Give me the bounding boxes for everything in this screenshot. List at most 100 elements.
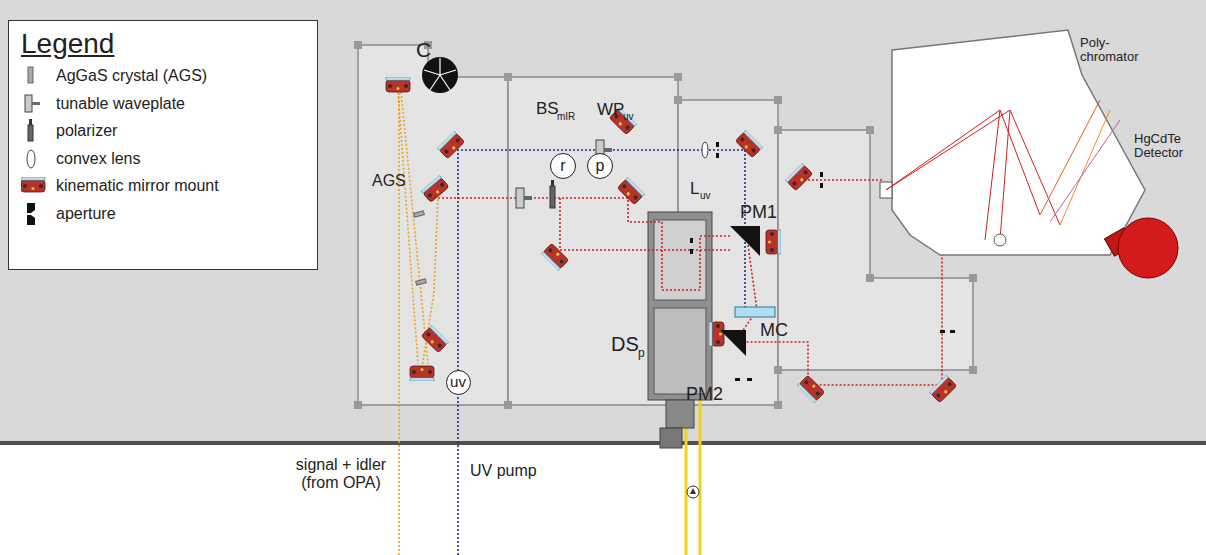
yellow-cooling-tubes: [690, 488, 696, 494]
delay-stage: [648, 212, 712, 400]
legend-text: convex lens: [56, 150, 141, 168]
polychromator-body: [1000, 110, 1040, 215]
legend-entry: tunable waveplate: [9, 92, 309, 116]
apertures: [690, 238, 693, 243]
breadboard-panels: [504, 73, 512, 81]
legend-text: tunable waveplate: [56, 95, 185, 113]
uv-pump-beam: [458, 150, 745, 555]
polychromator-body: [1050, 120, 1120, 222]
waveplate-mir: [516, 188, 532, 208]
instrument-name: Poly- chromator: [1080, 36, 1160, 65]
lab-background: [0, 0, 1206, 441]
polarizer: [550, 186, 555, 208]
signal-idler-beam: [398, 92, 400, 555]
optical-elements: [709, 322, 724, 346]
breadboard-panels: [969, 366, 977, 374]
signal-idler-beam: [398, 92, 438, 555]
beam-marker-circle: r: [550, 153, 576, 179]
optical-elements: [797, 375, 825, 403]
beam-source-label: UV pump: [470, 462, 537, 480]
beam-source-label: signal + idler (from OPA): [280, 456, 402, 491]
apertures: [735, 378, 740, 381]
beam-marker-circle: uv: [446, 370, 471, 395]
sample-cell: [735, 307, 775, 317]
part-subscript: uv: [623, 111, 634, 122]
optical-elements: [702, 142, 708, 158]
delay-stage: [660, 428, 682, 448]
optical-elements: [541, 243, 569, 271]
optical-elements: [416, 279, 427, 285]
apertures: [820, 183, 823, 188]
legend-symbol: [27, 150, 35, 168]
apertures: [716, 142, 719, 147]
breadboard-panels: [774, 401, 782, 409]
chopper: [422, 57, 458, 93]
optical-elements: [421, 325, 449, 353]
polychromator-body: [1040, 100, 1100, 215]
stage-subscript: p: [638, 347, 645, 360]
legend-symbol: [28, 125, 33, 141]
legend-symbol: [25, 95, 32, 112]
stage-label: DS: [611, 333, 639, 355]
apertures: [820, 172, 823, 177]
polychromator-body: [1010, 110, 1060, 225]
optical-elements: [617, 177, 645, 205]
signal-idler-beam: [401, 92, 428, 364]
part-label: MC: [760, 321, 788, 341]
marker-text: r: [560, 157, 565, 175]
parabolic-mirrors: [720, 226, 760, 356]
polarizer: [551, 180, 554, 186]
lab-background: [0, 445, 1206, 555]
legend-symbol: [21, 92, 49, 116]
breadboard-panels: [354, 41, 362, 49]
part-subscript: uv: [700, 190, 711, 201]
apertures: [747, 378, 752, 381]
legend-text: kinematic mirror mount: [56, 177, 219, 195]
mid-ir-beam: [560, 198, 732, 250]
part-label: BS: [536, 100, 559, 119]
polychromator-body: [886, 110, 1000, 240]
beam-marker-circle: p: [587, 153, 613, 179]
hgcdte-detector: [1118, 218, 1178, 278]
detector-label: HgCdTe Detector: [1134, 132, 1200, 161]
part-label: PM2: [686, 385, 723, 405]
legend-symbol: [27, 203, 35, 213]
mid-ir-beam: [438, 198, 732, 290]
uv-pump-beam: [458, 150, 745, 555]
optical-elements: [421, 175, 449, 202]
part-subscript: mIR: [557, 111, 575, 122]
mid-ir-beam: [800, 179, 884, 181]
delay-stage: [654, 308, 706, 394]
optical-elements: [437, 131, 465, 159]
optical-elements: [414, 211, 425, 217]
legend-symbol: [21, 147, 49, 171]
breadboard-panels: [354, 41, 977, 409]
part-label: L: [690, 180, 699, 199]
chopper: [422, 57, 458, 93]
mid-ir-beam: [438, 180, 942, 385]
apertures: [950, 330, 955, 333]
breadboard-panels: [674, 73, 682, 81]
optical-elements: [386, 57, 957, 403]
breadboard-panels: [969, 274, 977, 282]
optical-elements: [386, 77, 410, 92]
legend-text: aperture: [56, 205, 116, 223]
part-label: PM1: [740, 203, 777, 223]
parabolic-mirrors: [720, 330, 746, 356]
hgcdte-detector: [1104, 218, 1178, 278]
waveplate-mir: [524, 196, 532, 200]
marker-text: uv: [450, 374, 466, 391]
breadboard-panels: [674, 96, 682, 104]
chopper: [424, 58, 456, 90]
legend-symbol: [28, 67, 33, 83]
part-label: WP: [597, 101, 624, 120]
delay-stage: [648, 212, 712, 448]
apertures: [690, 249, 693, 254]
optical-elements: [410, 366, 434, 381]
breadboard-panels: [354, 401, 362, 409]
legend-heading: Legend: [21, 29, 114, 60]
chopper-label: C: [416, 38, 431, 61]
legend-symbol: [21, 202, 49, 226]
breadboard-panels: [504, 401, 512, 409]
